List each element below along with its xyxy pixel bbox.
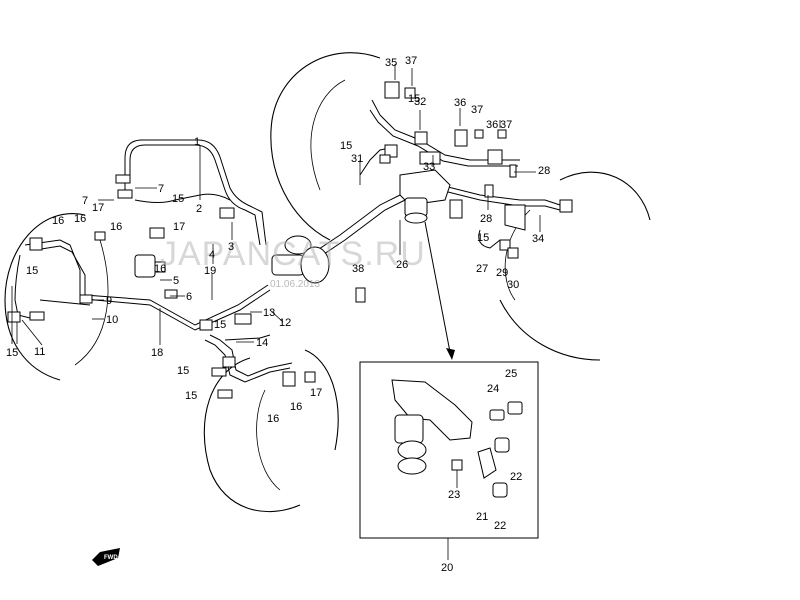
callout-20: 20 (441, 562, 453, 574)
callout-27: 27 (476, 263, 488, 275)
fwd-arrow-icon: FWD (92, 548, 120, 566)
callout-16f: 16 (290, 401, 302, 413)
front-right-tire (270, 52, 381, 241)
callout-5: 5 (173, 275, 179, 287)
callout-36a: 36 (454, 97, 466, 109)
callout-29: 29 (496, 267, 508, 279)
watermark: JAPANCATS.RU 01.06.2013 (160, 235, 426, 290)
callout-9: 9 (106, 295, 112, 307)
callout-17a: 17 (92, 202, 104, 214)
callout-23: 23 (448, 489, 460, 501)
callout-12: 12 (279, 317, 291, 329)
callout-37b: 37 (471, 104, 483, 116)
callout-4: 4 (209, 249, 215, 261)
callout-11: 11 (34, 346, 45, 358)
callout-15d: 15 (214, 319, 226, 331)
brake-pipes (14, 99, 561, 383)
callout-15h: 15 (408, 93, 420, 105)
callout-19: 19 (204, 265, 216, 277)
callout-15f: 15 (185, 390, 197, 402)
callout-15g: 15 (340, 140, 352, 152)
fittings (7, 81, 573, 399)
callout-16c: 16 (110, 221, 122, 233)
callout-7a: 7 (158, 183, 164, 195)
callout-16a: 16 (52, 215, 64, 227)
watermark-date: 01.06.2013 (270, 279, 320, 290)
callout-15a: 15 (172, 193, 184, 205)
valve-detail-inset (359, 361, 539, 539)
front-left-tire (4, 213, 109, 381)
callout-37a: 37 (405, 55, 417, 67)
proportioning-valve (399, 169, 451, 224)
leader-lines (11, 64, 541, 560)
callout-16b: 16 (74, 213, 86, 225)
callout-22b: 22 (494, 520, 506, 532)
watermark-text: JAPANCATS.RU (160, 235, 426, 273)
callout-18: 18 (151, 347, 163, 359)
callout-13: 13 (263, 307, 275, 319)
callout-22a: 22 (510, 471, 522, 483)
callout-labels: 1 2 3 4 5 6 7 7 9 10 11 12 13 14 15 15 1… (6, 55, 550, 574)
callout-35: 35 (385, 57, 397, 69)
callout-3: 3 (228, 241, 234, 253)
callout-28b: 28 (480, 213, 492, 225)
callout-34: 34 (532, 233, 544, 245)
callout-16e: 16 (267, 413, 279, 425)
callout-31: 31 (351, 153, 363, 165)
callout-16d: 16 (154, 263, 166, 275)
callout-6: 6 (186, 291, 192, 303)
callout-38: 38 (352, 263, 364, 275)
callout-14: 14 (256, 337, 268, 349)
callout-32: 32 (414, 96, 426, 108)
callout-1: 1 (194, 136, 200, 148)
fwd-label: FWD (104, 555, 118, 561)
callout-21: 21 (476, 511, 488, 523)
callout-2: 2 (196, 203, 202, 215)
callout-10: 10 (106, 314, 118, 326)
callout-37c: 37 (500, 119, 512, 131)
callout-15c: 15 (6, 347, 18, 359)
callout-25: 25 (505, 368, 517, 380)
callout-15i: 15 (477, 232, 489, 244)
callout-7b: 7 (82, 195, 88, 207)
callout-17b: 17 (173, 221, 185, 233)
callout-17c: 17 (310, 387, 322, 399)
callout-30: 30 (507, 279, 519, 291)
master-cylinder (271, 235, 330, 284)
callout-15b: 15 (26, 265, 38, 277)
callout-15e: 15 (177, 365, 189, 377)
callout-36b: 36 (486, 119, 498, 131)
callout-28a: 28 (538, 165, 550, 177)
rear-left-tire (203, 349, 339, 513)
callout-33: 33 (423, 161, 435, 173)
callout-26: 26 (396, 259, 408, 271)
callout-24: 24 (487, 383, 499, 395)
